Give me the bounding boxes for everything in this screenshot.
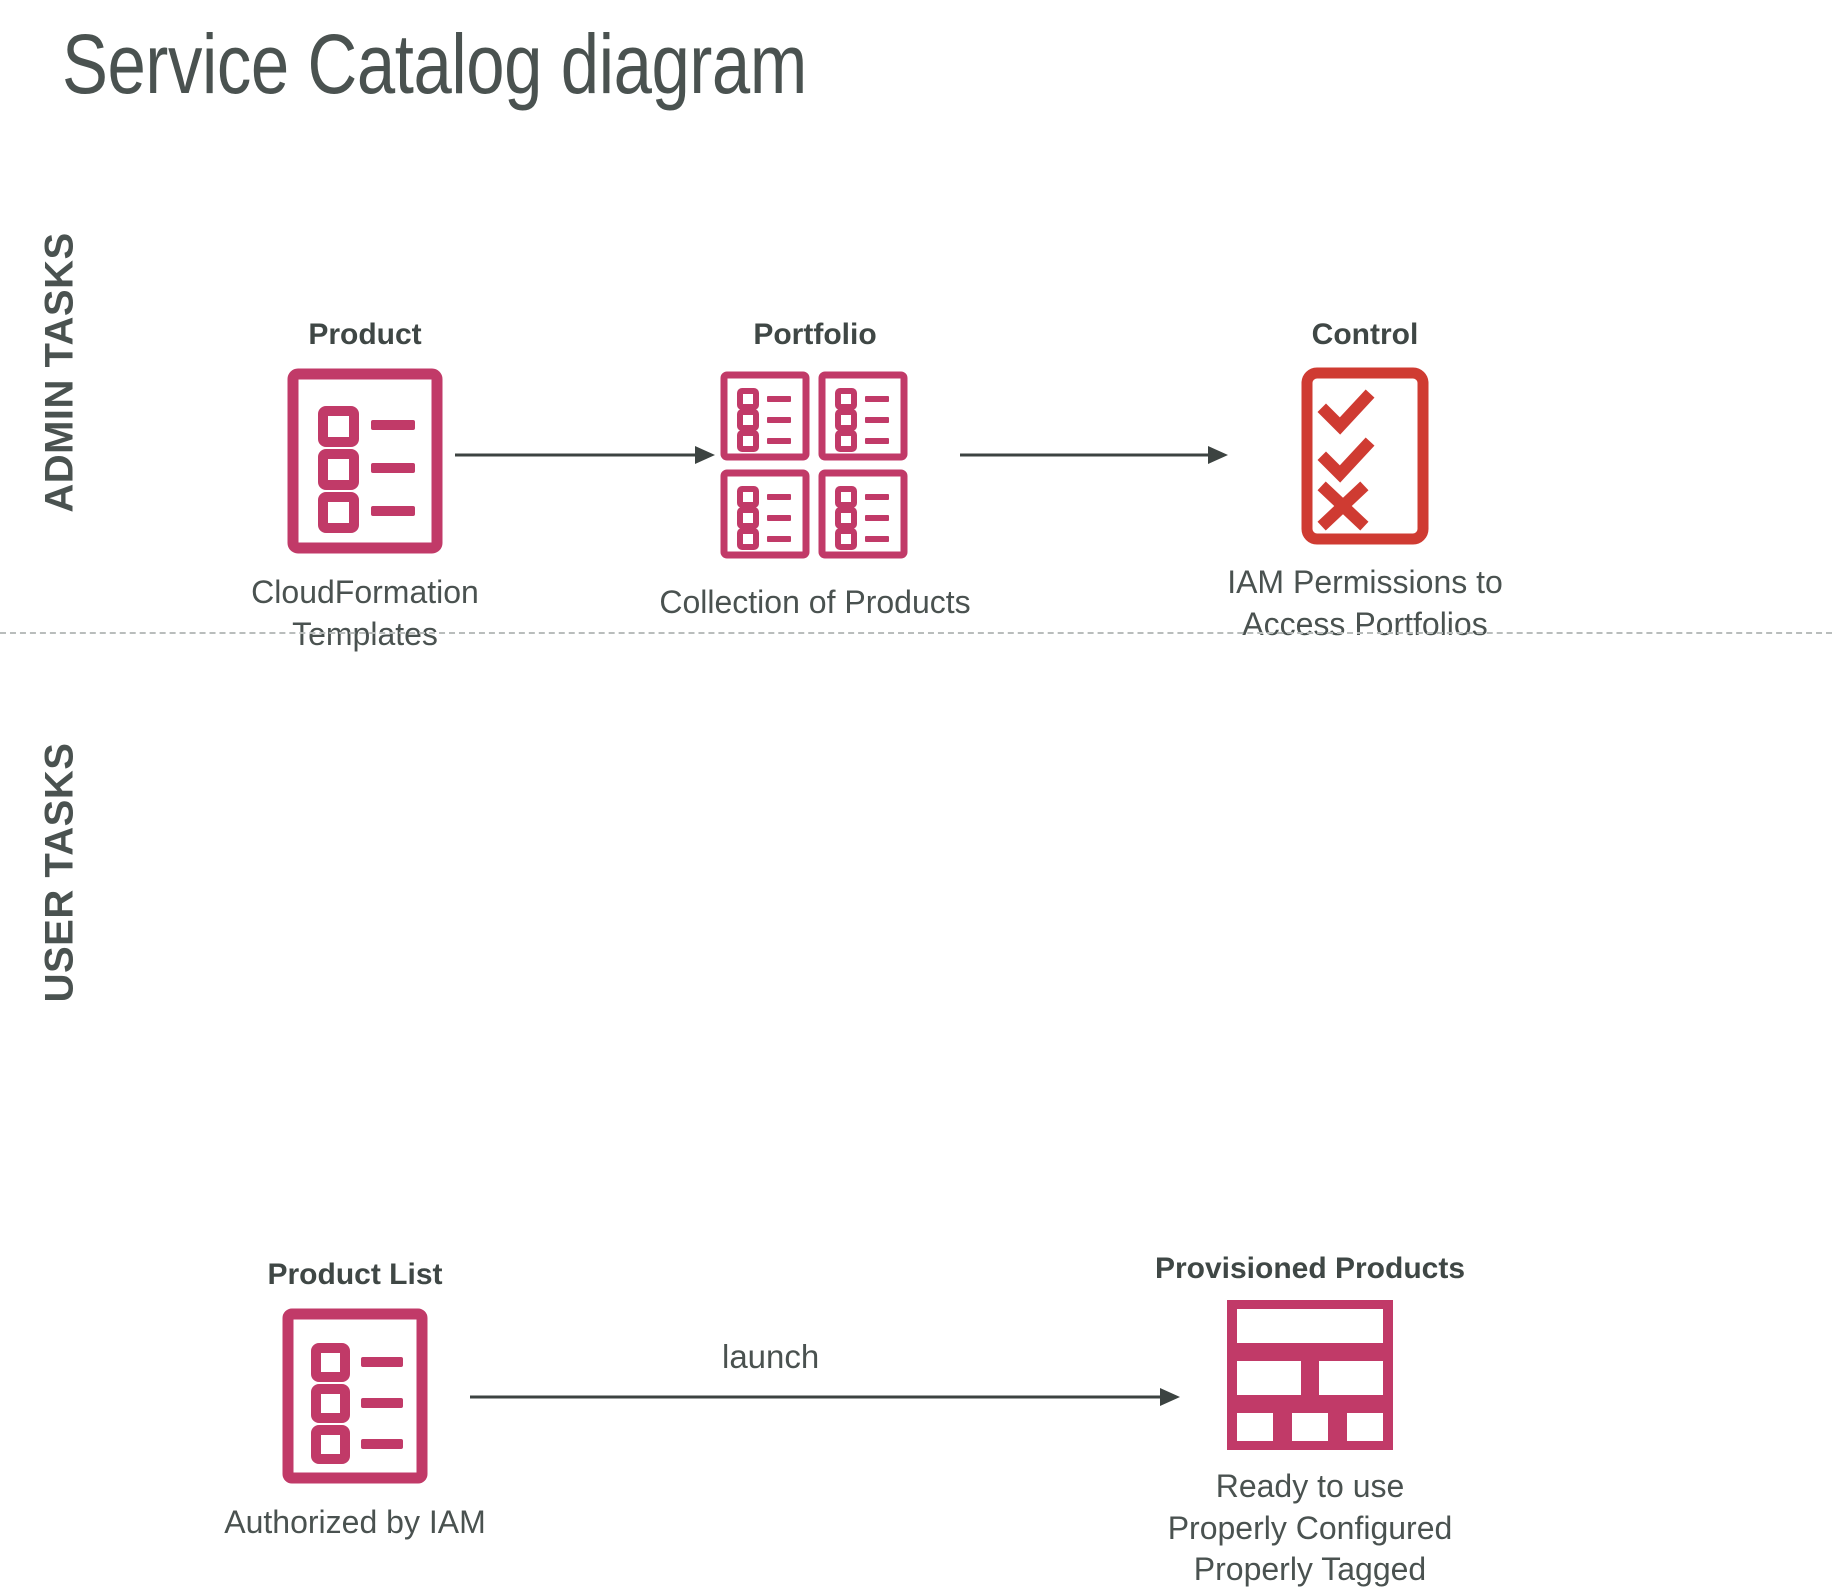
portfolio-grid-icon: [640, 366, 990, 566]
node-product-caption: CloudFormation Templates: [230, 572, 500, 655]
provisioned-blocks-icon: [1130, 1300, 1490, 1450]
node-portfolio-caption: Collection of Products: [640, 582, 990, 624]
node-control-caption-line-1: IAM Permissions to: [1227, 564, 1503, 600]
node-control[interactable]: Control IAM Permissions to Access Portfo…: [1185, 318, 1545, 645]
node-product-list-caption: Authorized by IAM: [215, 1502, 495, 1544]
band-label-user-tasks: USER TASKS: [0, 660, 120, 1140]
control-checklist-icon: [1185, 366, 1545, 546]
node-provisioned-products-title: Provisioned Products: [1154, 1252, 1466, 1285]
node-portfolio-title: Portfolio: [753, 318, 877, 351]
arrow-portfolio-to-control: [960, 443, 1228, 472]
node-product-list[interactable]: Product List Authorized by IAM: [215, 1258, 495, 1544]
product-list-document-icon: [230, 366, 500, 556]
node-provisioned-products-caption-line-2: Properly Configured: [1167, 1509, 1453, 1546]
page-title: Service Catalog diagram: [62, 17, 807, 111]
node-provisioned-products-caption-line-3: Properly Tagged: [1193, 1551, 1427, 1588]
node-portfolio-caption-line-1: Collection of Products: [659, 584, 971, 620]
arrow-product-to-portfolio: [455, 443, 715, 472]
node-product[interactable]: Product CloudFormation Templates: [230, 318, 500, 655]
product-list-document-icon: [215, 1306, 495, 1486]
band-admin-tasks: ADMIN TASKS Product CloudFormation Templ…: [0, 150, 1832, 651]
arrow-launch-label: launch: [722, 1338, 820, 1375]
node-control-caption-line-2: Access Portfolios: [1242, 605, 1488, 642]
band-label-admin-tasks-text: ADMIN TASKS: [37, 232, 82, 513]
node-product-list-caption-line-1: Authorized by IAM: [224, 1504, 486, 1540]
node-product-caption-line-1: CloudFormation: [251, 574, 479, 610]
band-user-tasks: USER TASKS Product List Authorized by IA…: [0, 660, 1832, 1588]
band-label-user-tasks-text: USER TASKS: [37, 742, 82, 1003]
node-product-title: Product: [308, 318, 422, 351]
node-control-caption: IAM Permissions to Access Portfolios: [1185, 562, 1545, 645]
node-product-list-title: Product List: [267, 1258, 443, 1291]
node-portfolio[interactable]: Portfolio: [640, 318, 990, 624]
band-label-admin-tasks: ADMIN TASKS: [0, 150, 120, 630]
node-product-caption-line-2: Templates: [292, 615, 438, 652]
arrow-launch: [470, 1385, 1180, 1414]
section-divider: [0, 632, 1832, 634]
node-provisioned-products[interactable]: Provisioned Products Ready to use Proper…: [1130, 1252, 1490, 1591]
node-control-title: Control: [1311, 318, 1419, 351]
node-provisioned-products-caption-line-1: Ready to use: [1215, 1468, 1405, 1504]
node-provisioned-products-caption: Ready to use Properly Configured Properl…: [1130, 1466, 1490, 1591]
